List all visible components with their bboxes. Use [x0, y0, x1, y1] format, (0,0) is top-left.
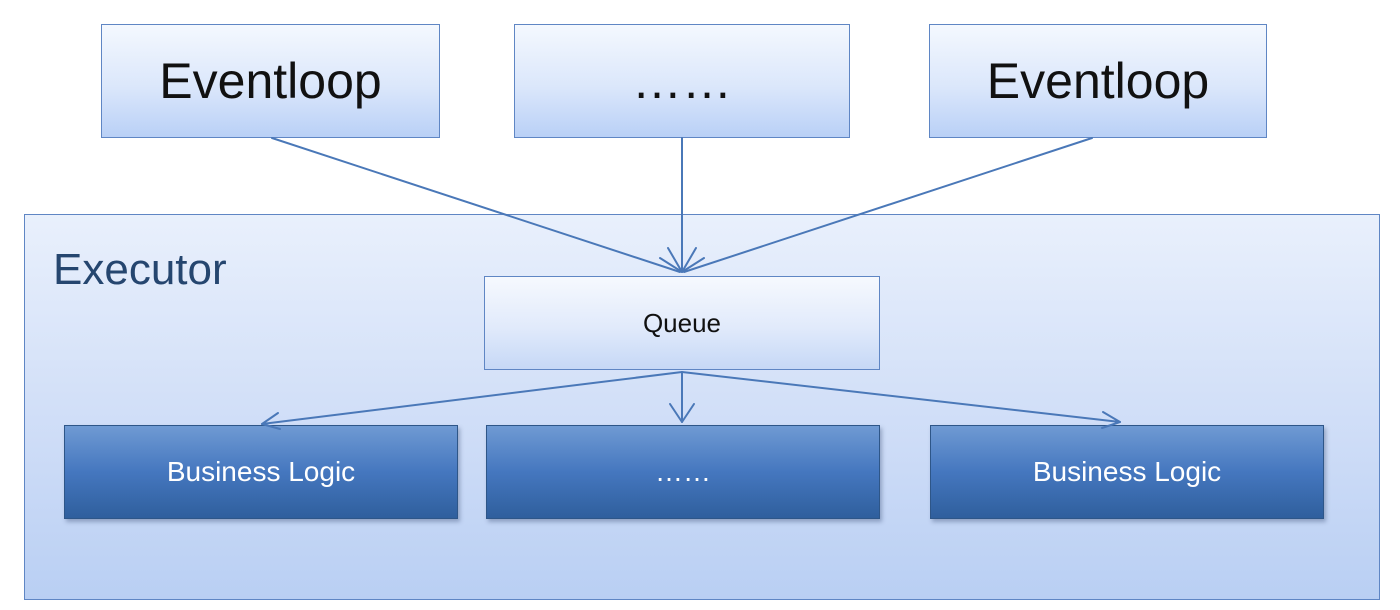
business-logic-label-ellipsis: ……	[655, 456, 711, 487]
queue-box: Queue	[484, 276, 880, 370]
eventloop-box-2: Eventloop	[929, 24, 1267, 138]
business-logic-box-1: Business Logic	[64, 425, 458, 519]
eventloop-label-1: Eventloop	[159, 53, 382, 109]
business-logic-box-ellipsis: ……	[486, 425, 880, 519]
business-logic-label-1: Business Logic	[166, 456, 356, 487]
eventloop-box-ellipsis: ……	[514, 24, 850, 138]
queue-label: Queue	[642, 307, 722, 338]
eventloop-label-ellipsis: ……	[632, 53, 732, 109]
eventloop-label-2: Eventloop	[986, 53, 1210, 109]
eventloop-box-1: Eventloop	[101, 24, 440, 138]
executor-label: Executor	[53, 245, 227, 294]
business-logic-label-2: Business Logic	[1032, 456, 1222, 487]
executor-container: Executor	[24, 214, 1380, 600]
business-logic-box-2: Business Logic	[930, 425, 1324, 519]
